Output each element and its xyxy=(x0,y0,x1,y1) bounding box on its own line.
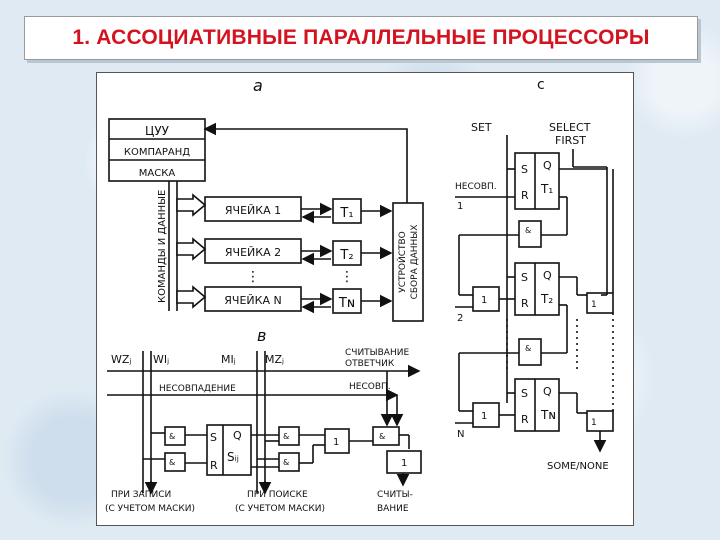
wi-label: WIⱼ xyxy=(153,353,169,366)
collector-label-1: УСТРОЙСТВО xyxy=(396,231,408,293)
c-input-n: N xyxy=(457,429,464,440)
c-t1-r: R xyxy=(521,189,529,202)
readout-gate-label: 1 xyxy=(401,458,407,469)
read-label-1: СЧИТЫВАНИЕ xyxy=(345,348,409,358)
c-and-label-2: & xyxy=(525,344,531,353)
c-and-label-1: & xyxy=(525,226,531,235)
mismatch-label: НЕСОВПАДЕНИЕ xyxy=(159,384,236,394)
collector-label-2: СБОРА ДАННЫХ xyxy=(410,225,420,300)
readout-label-1: СЧИТЫ- xyxy=(377,490,413,500)
c-and-gate-1 xyxy=(518,220,542,248)
t2-label: T₂ xyxy=(339,248,353,263)
mz-label: MZⱼ xyxy=(265,353,284,366)
c-tn-r: R xyxy=(521,413,529,426)
and-gate-search-2 xyxy=(278,452,300,472)
sij-r: R xyxy=(210,459,218,472)
write-label-1: ПРИ ЗАПИСИ xyxy=(111,490,171,500)
c-t2-r: R xyxy=(521,297,529,310)
c-right-label-2: 1 xyxy=(591,300,597,310)
c-or-label-2: 1 xyxy=(481,295,487,306)
and-gate-search-1 xyxy=(278,426,300,446)
and-label-s2: & xyxy=(283,458,289,467)
read-label-2: ОТВЕТЧИК xyxy=(345,359,395,369)
cell-n-label: ЯЧЕЙКА N xyxy=(224,294,281,307)
c-input-1: 1 xyxy=(457,201,463,212)
label-a: a xyxy=(253,76,263,95)
t-dots: ⋮ xyxy=(340,269,354,285)
sij-label: Sᵢⱼ xyxy=(227,450,239,464)
and-gate-responder xyxy=(372,426,400,446)
search-label-2: (С УЧЕТОМ МАСКИ) xyxy=(235,504,325,514)
sij-s: S xyxy=(210,431,217,444)
cell-1-label: ЯЧЕЙКА 1 xyxy=(225,204,281,217)
set-label: SET xyxy=(471,121,492,134)
page-title: 1. АССОЦИАТИВНЫЕ ПАРАЛЛЕЛЬНЫЕ ПРОЦЕССОРЫ xyxy=(72,26,650,49)
t1-label: T₁ xyxy=(339,206,353,221)
and-gate-write-1 xyxy=(164,426,186,446)
c-tn-label: Tɴ xyxy=(540,408,556,422)
label-c: c xyxy=(537,77,545,93)
and-label-w2: & xyxy=(169,458,175,467)
c-t2-q: Q xyxy=(543,269,552,282)
write-label-2: (С УЧЕТОМ МАСКИ) xyxy=(105,504,195,514)
mask-label: МАСКА xyxy=(139,168,176,179)
title-bar: 1. АССОЦИАТИВНЫЕ ПАРАЛЛЕЛЬНЫЕ ПРОЦЕССОРЫ xyxy=(24,16,698,60)
c-t2-flipflop xyxy=(514,262,560,316)
cuu-label: ЦУУ xyxy=(145,124,170,138)
cells-dots: ⋮ xyxy=(246,269,260,285)
c-and-gate-2 xyxy=(518,338,542,366)
and-gate-write-2 xyxy=(164,452,186,472)
tn-label: Tɴ xyxy=(338,296,355,311)
c-tn-flipflop xyxy=(514,378,560,432)
c-t1-label: T₁ xyxy=(540,182,553,196)
or-label: 1 xyxy=(333,437,339,448)
select-label-1: SELECT xyxy=(549,121,591,134)
mismatch-short-label: НЕСОВП. xyxy=(349,382,391,392)
c-tn-q: Q xyxy=(543,385,552,398)
c-mismatch-label: НЕСОВП. xyxy=(455,182,497,192)
wz-label: WZⱼ xyxy=(111,353,131,366)
commands-label: КОМАНДЫ И ДАННЫЕ xyxy=(157,190,168,303)
c-t2-s: S xyxy=(521,271,528,284)
and-label-w1: & xyxy=(169,432,175,441)
comparand-label: КОМПАРАНД xyxy=(124,147,190,158)
readout-label-2: ВАНИЕ xyxy=(377,504,409,514)
c-t1-q: Q xyxy=(543,159,552,172)
cell-2-label: ЯЧЕЙКА 2 xyxy=(225,246,281,259)
cuu-block xyxy=(108,118,206,182)
and-label-s1: & xyxy=(283,432,289,441)
c-t1-flipflop xyxy=(514,152,560,210)
readout-gate xyxy=(386,450,422,474)
c-right-gate-2 xyxy=(586,292,614,314)
data-collector xyxy=(392,202,424,322)
c-right-label-n: 1 xyxy=(591,418,597,428)
c-tn-s: S xyxy=(521,387,528,400)
sij-q: Q xyxy=(233,429,242,442)
c-or-label-n: 1 xyxy=(481,411,487,422)
sij-flipflop xyxy=(206,424,252,476)
label-b: в xyxy=(257,326,266,345)
mi-label: MIⱼ xyxy=(221,353,236,366)
some-none-label: SOME/NONE xyxy=(547,461,609,472)
select-label-2: FIRST xyxy=(555,134,586,147)
and-label-resp: & xyxy=(379,432,385,441)
c-t1-s: S xyxy=(521,163,528,176)
schematic-svg: a ЦУУ КОМПАРАНД МАСКА КОМАНДЫ И ДАННЫЕ Я… xyxy=(105,76,614,514)
search-label-1: ПРИ ПОИСКЕ xyxy=(247,490,308,500)
diagram-figure: a ЦУУ КОМПАРАНД МАСКА КОМАНДЫ И ДАННЫЕ Я… xyxy=(96,72,634,526)
c-t2-label: T₂ xyxy=(540,292,553,306)
c-input-2: 2 xyxy=(457,313,463,324)
